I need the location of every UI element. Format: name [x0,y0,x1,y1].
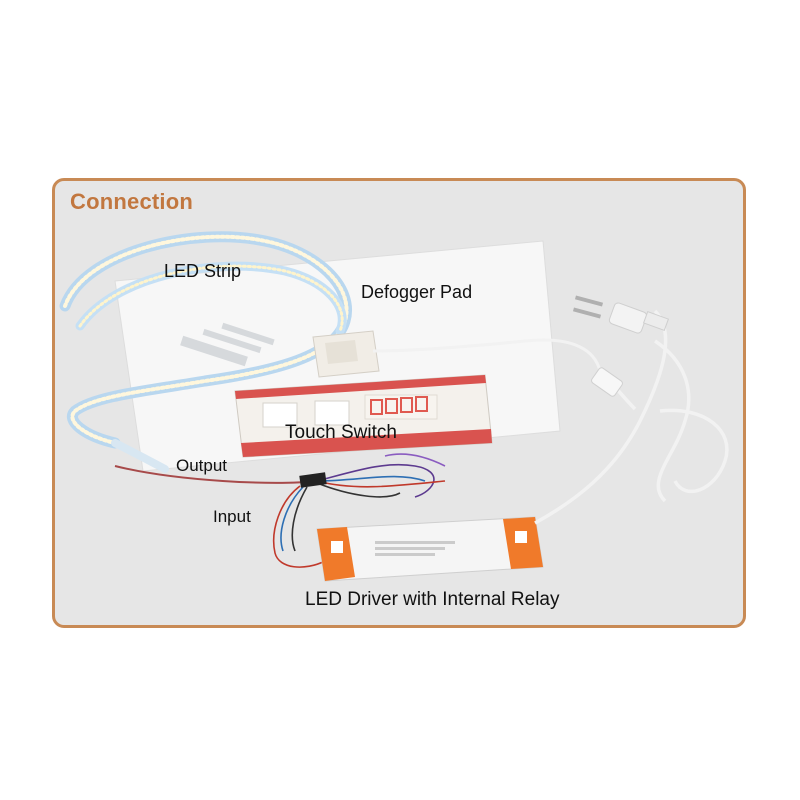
sheet-printed-text [180,322,275,367]
led-driver [316,516,544,582]
wire-connector [299,472,327,488]
touch-switch-label: Touch Switch [285,422,397,443]
led-driver-label: LED Driver with Internal Relay [305,589,560,610]
wiring-bundle [114,453,446,568]
output-label: Output [176,456,228,475]
connection-diagram-panel: Connection LED Strip Defogger Pad Touch … [52,178,746,628]
power-plug [572,295,670,334]
diagram-title: Connection [70,189,193,214]
digit-display [370,396,428,415]
led-strip-label: LED Strip [164,261,242,281]
defogger-pad-label: Defogger Pad [361,282,473,302]
input-label: Input [213,507,251,526]
defogger-pad-connector [312,330,602,378]
touch-switch-module [234,374,493,458]
connection-illustration [59,231,729,582]
inline-connector [591,367,623,397]
